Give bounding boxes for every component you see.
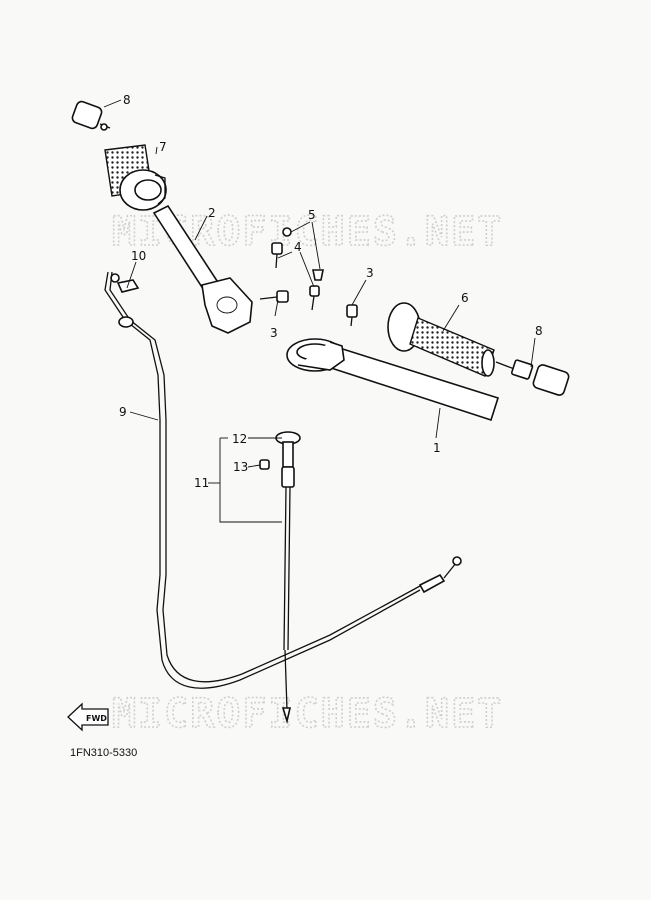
screw-3-right (346, 304, 358, 327)
cable-bracket (110, 273, 140, 293)
callout-8-right: 8 (535, 324, 543, 338)
callout-12: 12 (232, 432, 247, 446)
starter-cable (259, 431, 301, 725)
diagram-code: 1FN310-5330 (70, 747, 137, 759)
screw-4 (271, 242, 320, 311)
handlebar (286, 338, 500, 422)
callout-8-left: 8 (123, 93, 131, 107)
watermark-bottom: MICROFICHES.NET (112, 691, 503, 737)
callout-3-left: 3 (270, 326, 278, 340)
throttle-grip (104, 144, 167, 211)
callout-11: 11 (194, 476, 209, 490)
callout-13: 13 (233, 460, 248, 474)
callout-3-right: 3 (366, 266, 374, 280)
grip-right (387, 302, 495, 377)
fwd-label: FWD (86, 714, 107, 723)
callout-2: 2 (208, 206, 216, 220)
leader-lines (103, 99, 536, 523)
callout-5: 5 (308, 208, 316, 222)
callout-7: 7 (159, 140, 167, 154)
callout-4: 4 (294, 240, 302, 254)
callout-9: 9 (119, 405, 127, 419)
callout-10: 10 (131, 249, 146, 263)
bar-end-weight-right (495, 359, 570, 396)
screw-3-left (259, 290, 289, 303)
throttle-cable (104, 271, 462, 689)
bar-end-weight-left (71, 100, 111, 131)
callout-1: 1 (433, 441, 441, 455)
callout-6: 6 (461, 291, 469, 305)
throttle-tube (152, 204, 253, 334)
forward-arrow-icon: FWD (67, 702, 109, 732)
